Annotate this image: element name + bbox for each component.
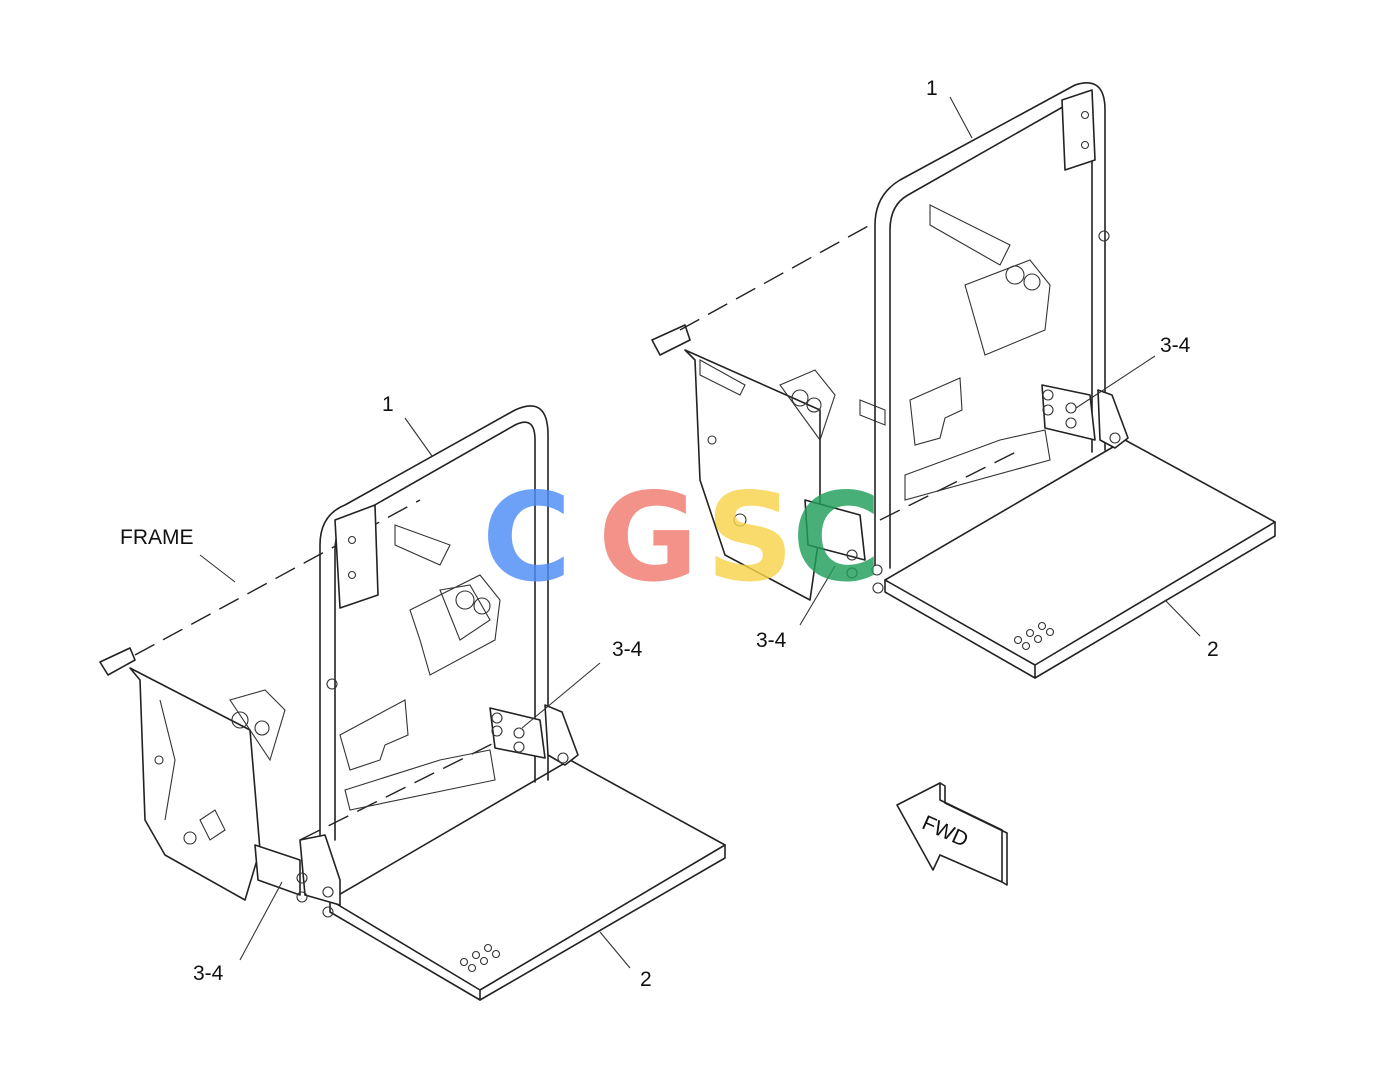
left-bolts bbox=[296, 678, 569, 918]
left-bracket-hole bbox=[254, 720, 270, 736]
right-step-platform bbox=[884, 439, 1276, 666]
right-frame-rail-bottom bbox=[879, 449, 1021, 521]
left-callout-3-4-upper: 3-4 bbox=[612, 638, 643, 661]
frame-label: FRAME bbox=[120, 526, 194, 549]
left-bracket-hole bbox=[231, 711, 249, 729]
right-step-bolts bbox=[1013, 621, 1055, 651]
right-callout-1: 1 bbox=[926, 77, 938, 100]
right-handrail-top-plate bbox=[1061, 89, 1096, 171]
left-mount-plate-lower bbox=[254, 844, 301, 896]
left-lower-plate bbox=[339, 699, 496, 811]
left-callout-2: 2 bbox=[640, 968, 652, 991]
left-step-platform bbox=[329, 759, 726, 991]
right-frame-rail-top bbox=[679, 224, 871, 331]
watermark-letter: G bbox=[598, 467, 698, 609]
leader-lines bbox=[199, 96, 1201, 969]
left-inner-bracket bbox=[409, 574, 501, 676]
left-frame-bracket-detail bbox=[159, 689, 286, 841]
left-step-bolts bbox=[459, 943, 501, 973]
left-bracket-hole bbox=[154, 755, 164, 765]
right-callout-3-4-upper: 3-4 bbox=[1160, 334, 1191, 357]
left-pivot bbox=[473, 597, 491, 615]
right-bolts bbox=[846, 230, 1121, 594]
right-callout-3-4-lower: 3-4 bbox=[756, 629, 787, 652]
left-rail-bracket bbox=[544, 704, 579, 766]
watermark-letter: C bbox=[482, 467, 572, 609]
right-frame-bracket-detail bbox=[699, 359, 886, 442]
right-inner-bracket bbox=[929, 204, 1051, 356]
watermark-logo: C G S C bbox=[482, 467, 882, 609]
left-frame-rail-bottom bbox=[299, 729, 521, 841]
watermark-letter: S bbox=[706, 467, 794, 609]
left-pivot bbox=[455, 590, 475, 610]
right-rail-bracket bbox=[1097, 389, 1129, 449]
left-bar bbox=[394, 524, 451, 566]
left-bracket-hole bbox=[183, 831, 197, 845]
right-callout-2: 2 bbox=[1207, 638, 1219, 661]
fwd-arrow: FWD bbox=[896, 782, 1008, 886]
left-callout-3-4-lower: 3-4 bbox=[193, 962, 224, 985]
left-frame-bracket bbox=[99, 647, 261, 901]
left-callout-1: 1 bbox=[382, 393, 394, 416]
right-frame-bracket bbox=[651, 324, 821, 601]
right-step-edge bbox=[884, 521, 1276, 679]
left-handrail-top-plate bbox=[334, 504, 379, 609]
watermark-letter: C bbox=[792, 467, 882, 609]
left-step-edge bbox=[329, 844, 726, 1001]
right-mount-plate-lower bbox=[804, 499, 866, 561]
right-assembly bbox=[651, 82, 1276, 679]
right-lower-plate bbox=[904, 377, 1051, 501]
